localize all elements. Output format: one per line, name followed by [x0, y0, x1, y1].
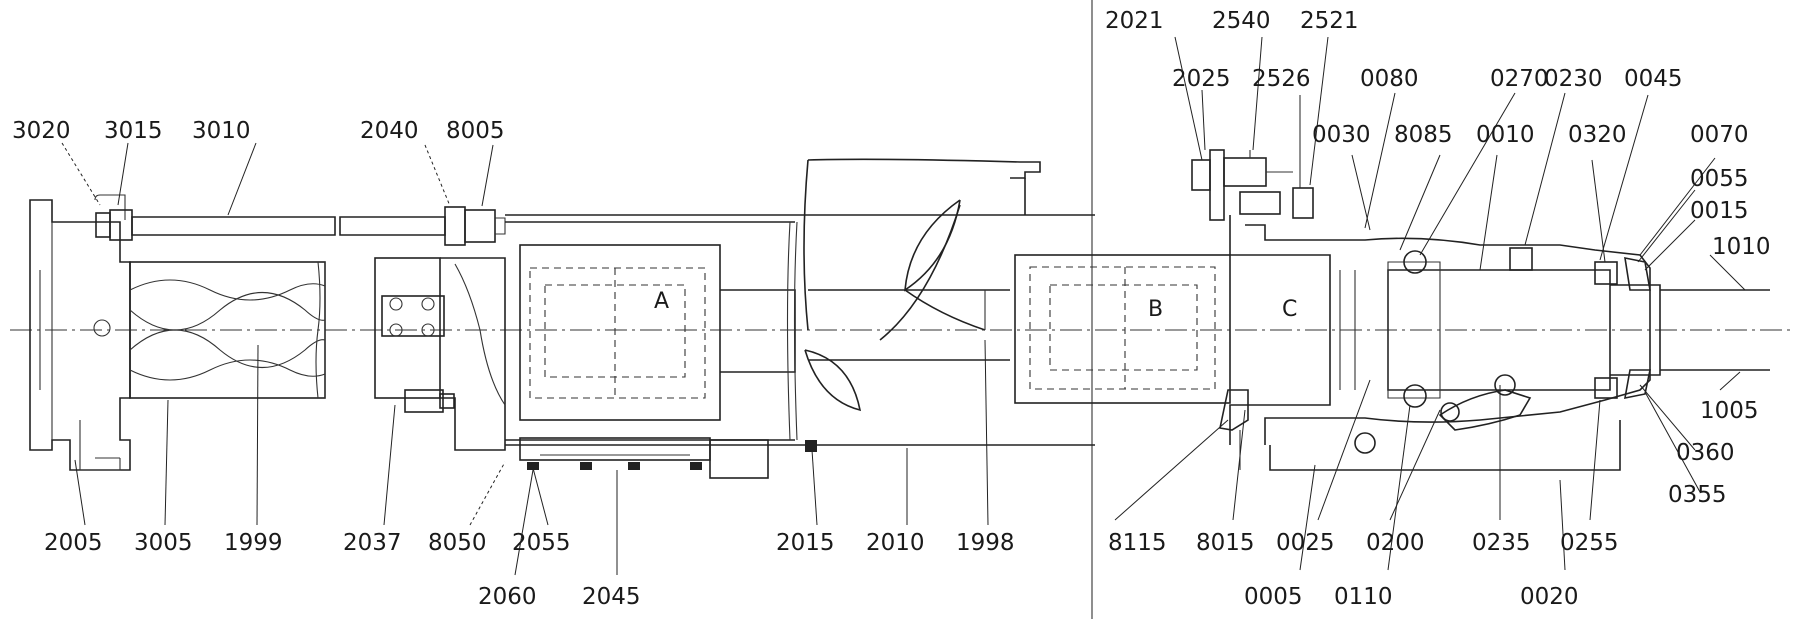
- part-label: 8050: [428, 530, 487, 556]
- part-label: 0005: [1244, 584, 1303, 610]
- part-label: 0025: [1276, 530, 1335, 556]
- part-label: 1998: [956, 530, 1015, 556]
- part-label: 2055: [512, 530, 571, 556]
- part-label: 2025: [1172, 66, 1231, 92]
- part-label: 1005: [1700, 398, 1759, 424]
- part-label: 0030: [1312, 122, 1371, 148]
- part-label: 0235: [1472, 530, 1531, 556]
- part-label: 0055: [1690, 166, 1749, 192]
- part-label: 3005: [134, 530, 193, 556]
- section-label-b: B: [1148, 297, 1163, 322]
- coupling-joint: [374, 257, 506, 451]
- part-label: 3010: [192, 118, 251, 144]
- bearing-housing: [1229, 215, 1770, 471]
- part-label: 0020: [1520, 584, 1579, 610]
- section-label-a: A: [654, 289, 669, 314]
- part-callouts: 3020 3015 3010 2040 8005 2021 2540 2521 …: [12, 8, 1771, 610]
- part-label: 2015: [776, 530, 835, 556]
- part-label: 3015: [104, 118, 163, 144]
- part-label: 2526: [1252, 66, 1311, 92]
- part-label: 2045: [582, 584, 641, 610]
- part-label: 8085: [1394, 122, 1453, 148]
- part-label: 2540: [1212, 8, 1271, 34]
- part-label: 0110: [1334, 584, 1393, 610]
- gland-fittings: [1191, 149, 1314, 470]
- part-label: 2040: [360, 118, 419, 144]
- part-label: 8015: [1196, 530, 1255, 556]
- part-label: 0045: [1624, 66, 1683, 92]
- part-label: 0015: [1690, 198, 1749, 224]
- part-label: 2010: [866, 530, 925, 556]
- part-label: 2021: [1105, 8, 1164, 34]
- part-label: 1999: [224, 530, 283, 556]
- part-label: 8005: [446, 118, 505, 144]
- leader-lines: [61, 36, 1746, 576]
- part-label: 2037: [343, 530, 402, 556]
- suction-casing: [505, 214, 1095, 479]
- part-label: 0355: [1668, 482, 1727, 508]
- part-label: 0200: [1366, 530, 1425, 556]
- section-label-c: C: [1282, 297, 1297, 322]
- part-label: 0360: [1676, 440, 1735, 466]
- part-label: 1010: [1712, 234, 1771, 260]
- part-label: 0270: [1490, 66, 1549, 92]
- inlet-flange: [29, 194, 131, 471]
- part-label: 0070: [1690, 122, 1749, 148]
- part-label: 2005: [44, 530, 103, 556]
- part-label: 2060: [478, 584, 537, 610]
- part-label: 0010: [1476, 122, 1535, 148]
- feed-screw: [803, 158, 1041, 412]
- part-label: 0080: [1360, 66, 1419, 92]
- part-label: 0230: [1544, 66, 1603, 92]
- part-label: 2521: [1300, 8, 1359, 34]
- inspection-window-b: [1014, 254, 1231, 404]
- tie-rods: [95, 206, 506, 246]
- part-label: 3020: [12, 118, 71, 144]
- part-label: 0255: [1560, 530, 1619, 556]
- stator-rotor: [129, 261, 326, 399]
- part-label: 8115: [1108, 530, 1167, 556]
- part-label: 0320: [1568, 122, 1627, 148]
